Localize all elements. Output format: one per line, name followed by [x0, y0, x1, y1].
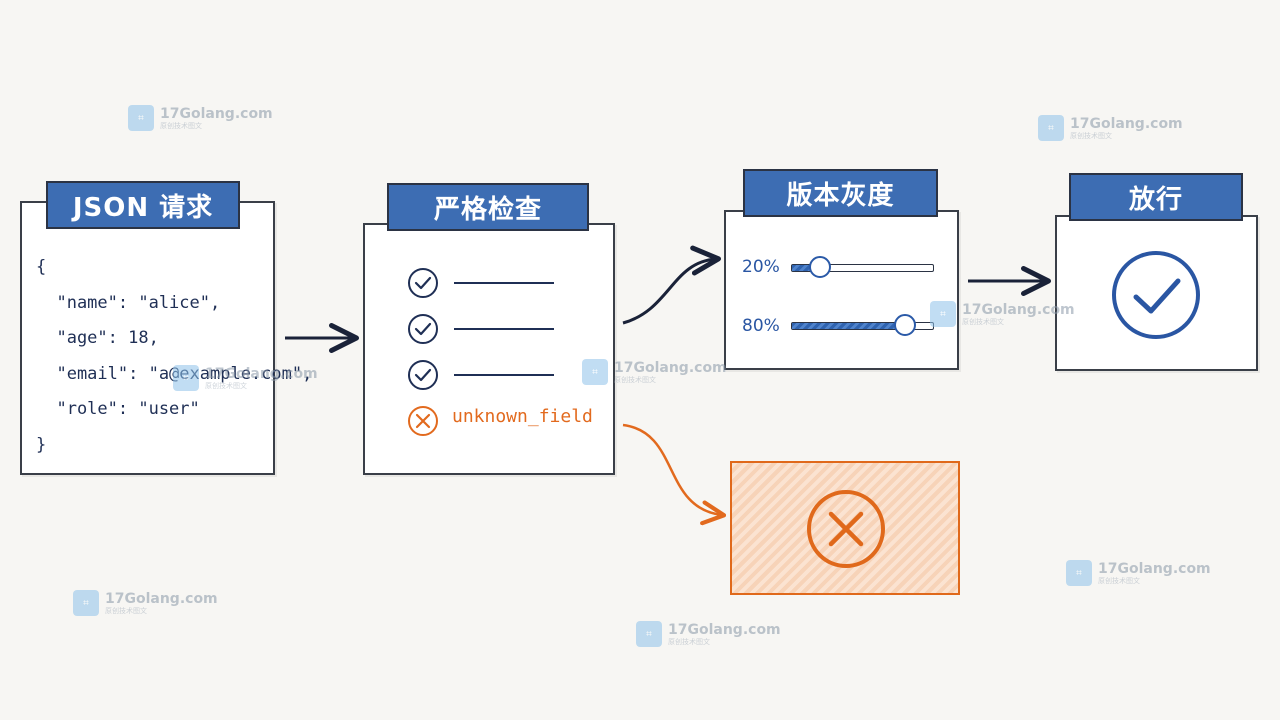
slider-fill: [792, 265, 820, 271]
check-circle-icon: [408, 268, 438, 298]
canary-panel: [724, 210, 959, 370]
release-panel: [1055, 215, 1258, 371]
watermark-subtext: 原创技术图文: [614, 375, 656, 384]
canary-slider[interactable]: [791, 256, 934, 278]
x-circle-icon: [408, 406, 438, 436]
watermark-logo-icon: ⌗: [1038, 115, 1064, 141]
slider-label: 20%: [742, 257, 780, 277]
watermark-text: 17Golang.com: [614, 359, 727, 376]
watermark-subtext: 原创技术图文: [1098, 576, 1140, 585]
watermark-logo-icon: ⌗: [173, 365, 199, 391]
check-circle-icon: [1112, 251, 1200, 339]
code-line: "name": "alice",: [36, 292, 221, 313]
watermark-logo-icon: ⌗: [930, 301, 956, 327]
watermark-logo-icon: ⌗: [636, 621, 662, 647]
watermark-text: 17Golang.com: [962, 301, 1075, 318]
watermark-subtext: 原创技术图文: [1070, 131, 1112, 140]
watermark-text: 17Golang.com: [205, 365, 318, 382]
watermark-subtext: 原创技术图文: [962, 317, 1004, 326]
code-line: "role": "user": [36, 399, 200, 419]
check-row: [406, 312, 566, 346]
check-row: [406, 266, 566, 300]
x-circle-icon: [807, 490, 885, 568]
watermark-logo-icon: ⌗: [128, 105, 154, 131]
check-line: [454, 374, 554, 376]
watermark-logo-icon: ⌗: [1066, 560, 1092, 586]
arrow-check-to-reject: [622, 423, 727, 526]
canary-title: 版本灰度: [743, 169, 938, 217]
check-circle-icon: [408, 314, 438, 344]
slider-fill: [792, 323, 905, 329]
check-row: [406, 358, 566, 392]
json-request-panel: [20, 201, 275, 475]
canary-slider[interactable]: [791, 314, 934, 336]
unknown-field-label: unknown_field: [452, 406, 593, 427]
watermark-text: 17Golang.com: [668, 621, 781, 638]
strict-check-title: 严格检查: [387, 183, 589, 231]
watermark-text: 17Golang.com: [1098, 560, 1211, 577]
release-title: 放行: [1069, 173, 1243, 221]
code-line: {: [36, 257, 47, 277]
watermark-subtext: 原创技术图文: [160, 121, 202, 130]
check-line: [454, 282, 554, 284]
check-line: [454, 328, 554, 330]
watermark-subtext: 原创技术图文: [205, 381, 247, 390]
check-circle-icon: [408, 360, 438, 390]
code-line: "age": 18,: [36, 328, 159, 348]
json-request-title: JSON 请求: [46, 181, 240, 229]
watermark-logo-icon: ⌗: [582, 359, 608, 385]
slider-knob[interactable]: [809, 256, 831, 278]
watermark-logo-icon: ⌗: [73, 590, 99, 616]
watermark-text: 17Golang.com: [160, 105, 273, 122]
slider-knob[interactable]: [894, 314, 916, 336]
arrow-check-to-canary: [622, 245, 721, 325]
watermark-text: 17Golang.com: [1070, 115, 1183, 132]
watermark-subtext: 原创技术图文: [105, 606, 147, 615]
slider-label: 80%: [742, 316, 780, 336]
watermark-text: 17Golang.com: [105, 590, 218, 607]
watermark-subtext: 原创技术图文: [668, 637, 710, 646]
code-line: }: [36, 434, 47, 455]
